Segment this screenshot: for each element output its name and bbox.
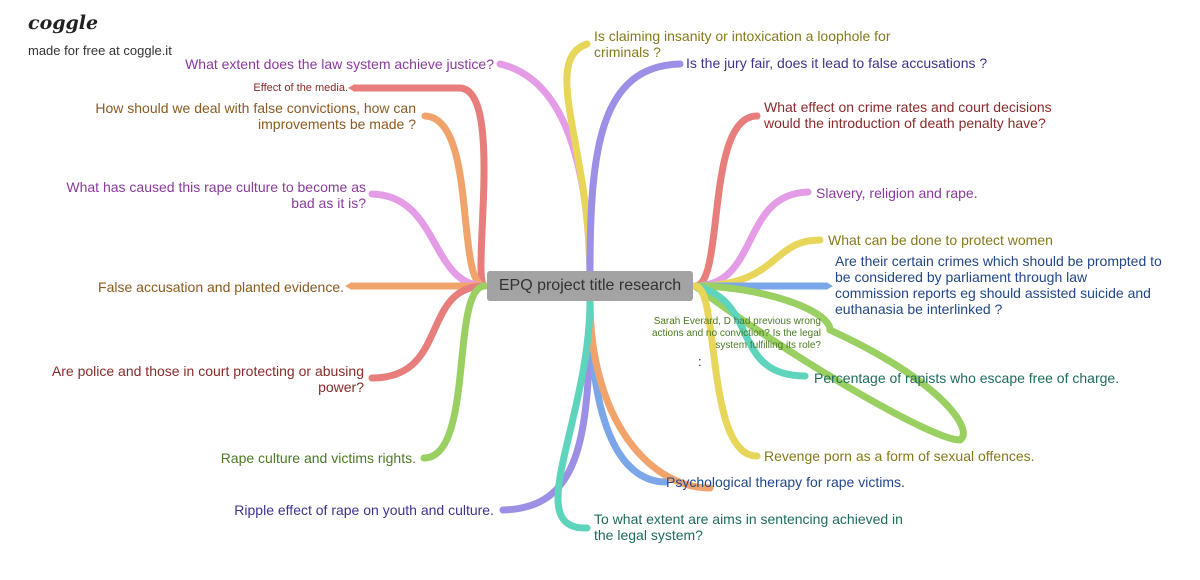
node-death-penalty[interactable]: What effect on crime rates and court dec… bbox=[764, 99, 1052, 131]
node-false-accusation[interactable]: False accusation and planted evidence. bbox=[98, 279, 344, 295]
branch-jury bbox=[586, 60, 684, 276]
branch-false-convictions bbox=[421, 112, 489, 290]
coggle-logo: coggle bbox=[28, 12, 99, 34]
node-insanity-line: criminals ? bbox=[594, 44, 661, 60]
arrow-parliament bbox=[826, 282, 833, 290]
tagline[interactable]: made for free at coggle.it bbox=[28, 43, 172, 58]
node-justice[interactable]: What extent does the law system achieve … bbox=[185, 56, 494, 72]
branch-everard-loop bbox=[691, 282, 967, 444]
branch-justice bbox=[496, 60, 594, 290]
node-police-line: Are police and those in court protecting… bbox=[51, 363, 364, 379]
node-sentencing-line: the legal system? bbox=[594, 527, 703, 543]
node-media[interactable]: Effect of the media. bbox=[253, 82, 348, 94]
node-insanity-line: Is claiming insanity or intoxication a l… bbox=[594, 28, 891, 44]
node-insanity[interactable]: Is claiming insanity or intoxication a l… bbox=[594, 28, 891, 60]
node-parliament[interactable]: Are their certain crimes which should be… bbox=[835, 253, 1162, 317]
node-everard-line: system fulfilling its role? bbox=[715, 340, 821, 351]
arrow-false-accusation bbox=[345, 282, 352, 290]
node-revenge[interactable]: Revenge porn as a form of sexual offence… bbox=[764, 448, 1035, 464]
branch-therapy-orange bbox=[586, 296, 714, 492]
branch-police bbox=[368, 282, 489, 382]
node-police-line: power? bbox=[318, 379, 364, 395]
node-death-penalty-line: What effect on crime rates and court dec… bbox=[764, 99, 1052, 115]
branch-revenge bbox=[691, 282, 761, 460]
node-therapy[interactable]: Psychological therapy for rape victims. bbox=[666, 474, 905, 490]
node-jury[interactable]: Is the jury fair, does it lead to false … bbox=[686, 55, 988, 71]
node-colon[interactable]: : bbox=[698, 354, 702, 369]
node-victims-rights[interactable]: Rape culture and victims rights. bbox=[220, 450, 416, 466]
node-ripple[interactable]: Ripple effect of rape on youth and cultu… bbox=[234, 502, 494, 518]
node-everard-line: Sarah Everard, D had previous wrong bbox=[653, 316, 821, 327]
branch-rape-culture-cause bbox=[368, 190, 489, 290]
node-percentage[interactable]: Percentage of rapists who escape free of… bbox=[814, 370, 1120, 386]
node-sentencing[interactable]: To what extent are aims in sentencing ac… bbox=[594, 511, 903, 543]
node-police[interactable]: Are police and those in court protecting… bbox=[52, 363, 364, 395]
central-topic[interactable]: EPQ project title research bbox=[487, 271, 693, 301]
node-parliament-line: be considered by parliament through law bbox=[835, 269, 1088, 285]
node-everard-line: actions and no conviction? Is the legal bbox=[652, 328, 821, 339]
branch-media bbox=[351, 84, 489, 290]
node-false-convictions-line: improvements be made ? bbox=[258, 116, 416, 132]
node-false-convictions-line: How should we deal with false conviction… bbox=[95, 100, 416, 116]
node-parliament-line: euthanasia be interlinked ? bbox=[835, 301, 1003, 317]
node-rape-culture-cause-line: What has caused this rape culture to bec… bbox=[66, 179, 366, 195]
node-false-convictions[interactable]: How should we deal with false conviction… bbox=[95, 100, 416, 132]
branch-everard bbox=[691, 282, 834, 334]
node-protect-women[interactable]: What can be done to protect women bbox=[828, 232, 1053, 248]
arrow-media bbox=[348, 84, 355, 92]
branch-victims-rights bbox=[420, 282, 489, 462]
node-everard[interactable]: Sarah Everard, D had previous wrong acti… bbox=[652, 316, 821, 352]
branch-insanity bbox=[563, 40, 594, 276]
node-rape-culture-cause-line: bad as it is? bbox=[291, 195, 366, 211]
branch-sentencing bbox=[554, 296, 594, 532]
node-parliament-line: commission reports eg should assisted su… bbox=[835, 285, 1151, 301]
node-sentencing-line: To what extent are aims in sentencing ac… bbox=[594, 511, 903, 527]
branch-percentage bbox=[691, 282, 809, 380]
node-death-penalty-line: would the introduction of death penalty … bbox=[764, 115, 1046, 131]
branch-death-penalty bbox=[691, 112, 761, 290]
node-slavery[interactable]: Slavery, religion and rape. bbox=[816, 185, 978, 201]
node-rape-culture-cause[interactable]: What has caused this rape culture to bec… bbox=[66, 179, 366, 211]
node-parliament-line: Are their certain crimes which should be… bbox=[835, 253, 1162, 269]
